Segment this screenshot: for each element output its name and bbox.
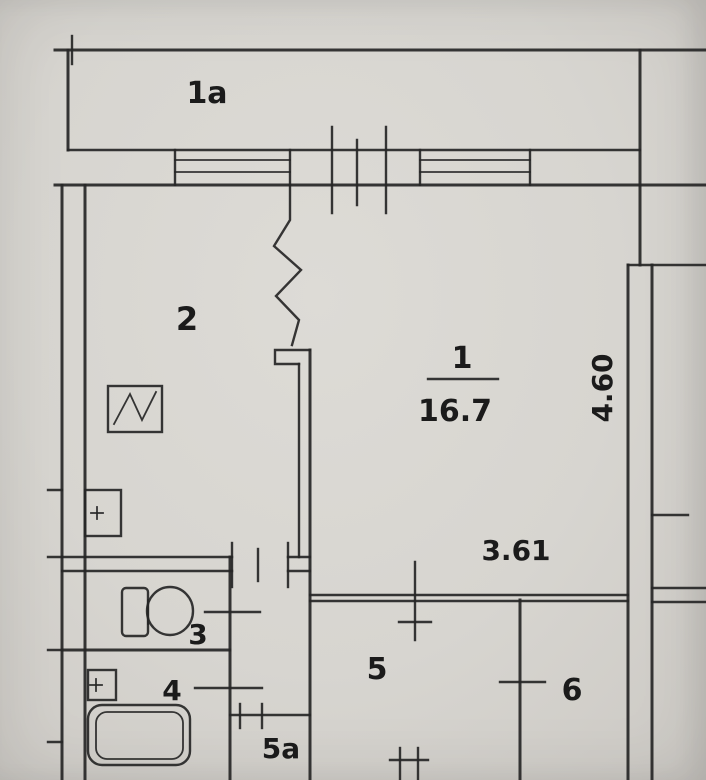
kitchen-appliance-icon <box>106 384 164 434</box>
wall-break-zigzag <box>272 183 303 347</box>
toilet-icon <box>120 585 195 638</box>
dimension-horizontal: 3.61 <box>481 534 550 567</box>
kitchen-sink-icon <box>83 488 123 538</box>
bathtub-inner <box>95 711 184 760</box>
sink-outline <box>86 668 118 702</box>
appliance-outline <box>106 384 164 434</box>
room-label-storage: 6 <box>562 673 583 708</box>
appliance-zigzag <box>112 390 158 426</box>
room-label-bathroom: 4 <box>162 674 181 707</box>
interior-walls <box>60 183 630 780</box>
bathtub-outer <box>86 703 192 767</box>
room-label-hallway: 5 <box>367 652 388 687</box>
outer-walls <box>46 34 706 780</box>
room-labels: 1a 2 1 16.7 4.60 3.61 3 4 5 5a 6 <box>162 76 619 765</box>
balcony-window-band <box>66 125 642 215</box>
room-label-living-room: 1 <box>452 341 473 376</box>
toilet-tank <box>120 586 150 638</box>
room-label-hallway-a: 5a <box>262 732 300 765</box>
room-area-living-room: 16.7 <box>418 394 492 429</box>
bath-sink-icon <box>86 668 118 702</box>
toilet-bowl <box>145 585 195 637</box>
bathtub-icon <box>86 703 192 767</box>
room-label-kitchen: 2 <box>176 300 198 338</box>
dimension-vertical: 4.60 <box>586 353 619 422</box>
wall-step <box>273 348 312 366</box>
room-label-toilet: 3 <box>188 618 207 651</box>
sink-outline <box>83 488 123 538</box>
room-label-balcony: 1a <box>186 76 227 111</box>
